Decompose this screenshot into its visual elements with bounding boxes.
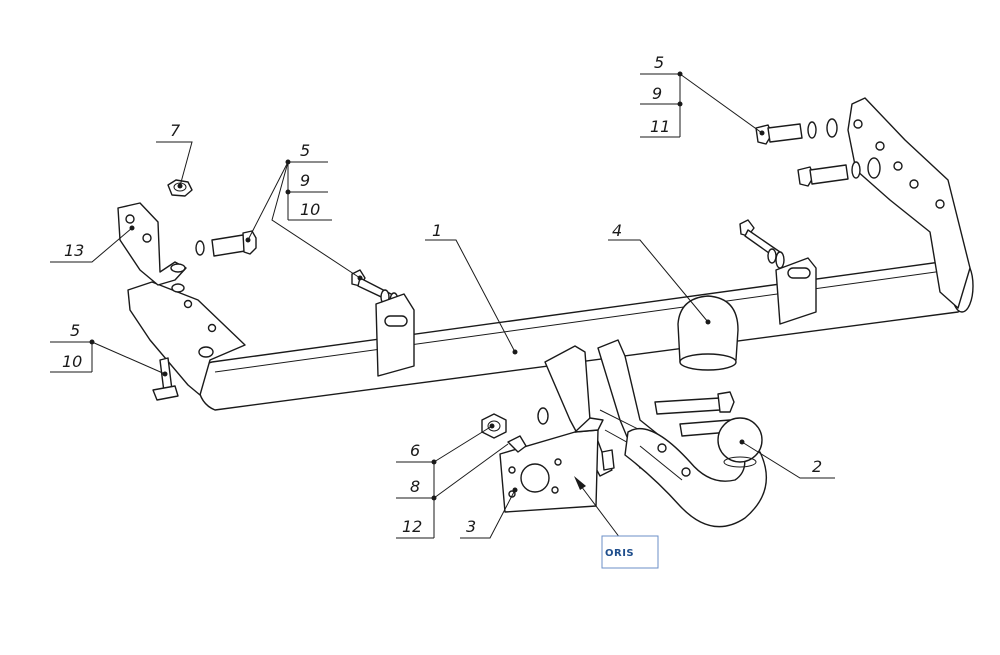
callout-1: 1 <box>432 221 442 240</box>
leader-lines <box>50 71 835 539</box>
callout-5-top-left: 5 <box>300 141 310 160</box>
tow-hook-2 <box>624 417 768 528</box>
hook-bolts <box>654 391 735 437</box>
left-side-bracket <box>127 281 246 396</box>
callout-11: 11 <box>650 117 670 136</box>
bracket-13 <box>117 202 187 286</box>
callout-3: 3 <box>466 517 476 536</box>
callout-5-bottom-left: 5 <box>70 321 80 340</box>
callout-9-top-left: 9 <box>300 171 310 190</box>
callout-4: 4 <box>612 221 622 240</box>
bolt-group-top-left <box>195 230 257 257</box>
logo-text: ORIS <box>605 548 634 559</box>
callout-10-top-left: 10 <box>300 200 320 219</box>
ball-cap-4 <box>677 295 739 371</box>
callout-labels: 1 4 2 3 13 7 5 9 10 5 9 11 5 10 6 8 12 <box>62 53 822 536</box>
callout-12: 12 <box>402 517 422 536</box>
bolt-assembly-right <box>739 219 817 325</box>
callout-8: 8 <box>410 477 420 496</box>
callout-10-bottom-left: 10 <box>62 352 82 371</box>
callout-5-top-right: 5 <box>654 53 664 72</box>
callout-6: 6 <box>410 441 420 460</box>
callout-7: 7 <box>170 121 181 140</box>
bolts-top-right <box>755 118 881 187</box>
oris-logo: ORIS <box>601 535 659 569</box>
callout-13: 13 <box>64 241 84 260</box>
socket-plate-3 <box>499 417 615 513</box>
bolt-assembly-mid-left <box>351 269 415 377</box>
callout-9-top-right: 9 <box>652 84 662 103</box>
callout-2: 2 <box>812 457 822 476</box>
